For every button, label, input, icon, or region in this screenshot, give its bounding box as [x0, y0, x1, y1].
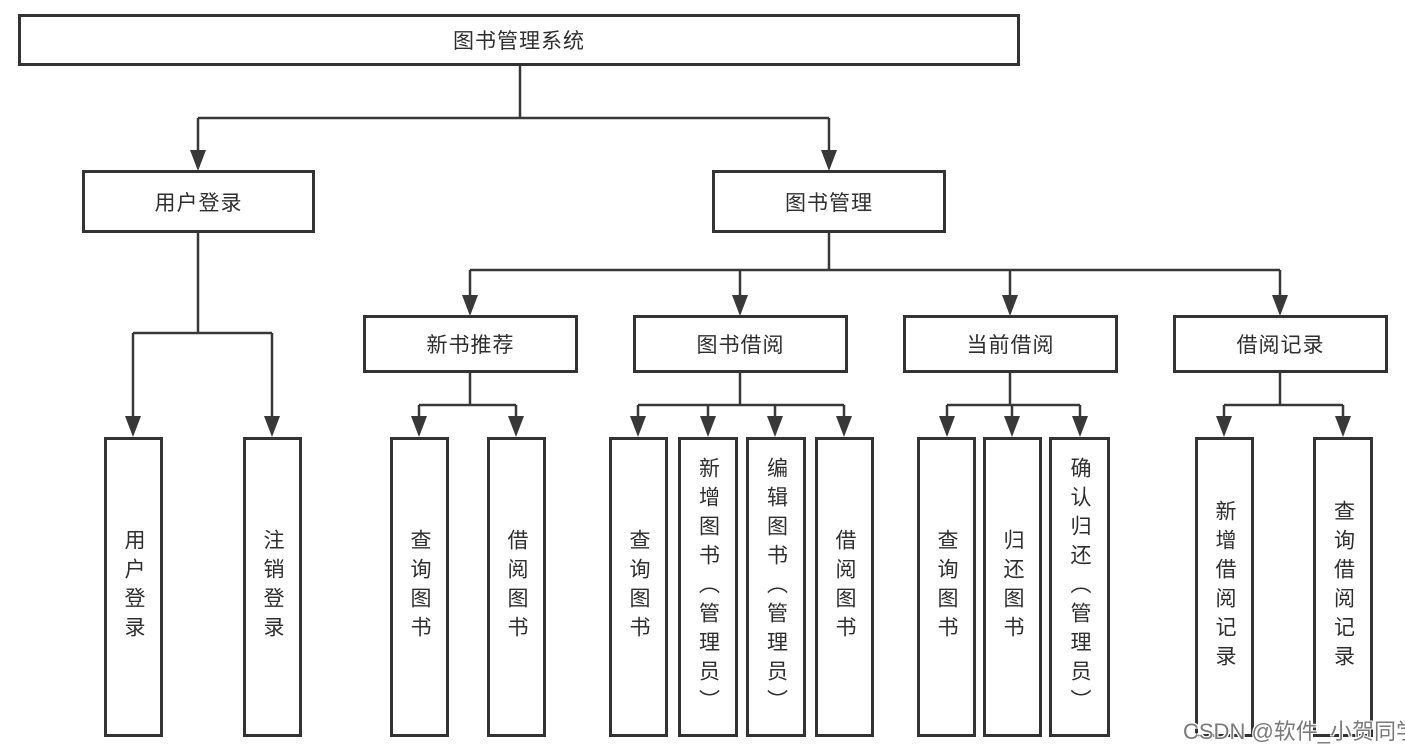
leaf-label: 借阅图书: [505, 529, 528, 645]
node-root: 图书管理系统: [18, 14, 1020, 66]
leaf-label: 归还图书: [1001, 529, 1024, 645]
arrowheads: [125, 150, 1351, 437]
leaf-newbook-query-books: 查询图书: [390, 437, 449, 737]
leaf-current-return-books: 归还图书: [983, 437, 1042, 737]
leaf-logout: 注销登录: [243, 437, 302, 737]
node-book-management-label: 图书管理: [785, 191, 873, 215]
leaf-label: 确认归还（管理员）: [1068, 456, 1091, 718]
node-book-borrow: 图书借阅: [633, 315, 848, 373]
leaf-label: 编辑图书（管理员）: [764, 456, 788, 718]
leaf-newbook-borrow-books: 借阅图书: [487, 437, 546, 737]
leaf-current-query-books: 查询图书: [917, 437, 976, 737]
leaf-borrow-edit-books-admin: 编辑图书（管理员）: [746, 437, 806, 737]
leaf-records-query-record: 查询借阅记录: [1313, 437, 1373, 737]
leaf-records-add-record: 新增借阅记录: [1195, 437, 1254, 737]
node-borrow-records: 借阅记录: [1173, 315, 1388, 373]
leaf-label: 用户登录: [122, 529, 145, 645]
leaf-label: 注销登录: [261, 529, 284, 645]
leaf-label: 查询图书: [408, 529, 431, 645]
leaf-current-confirm-return-admin: 确认归还（管理员）: [1049, 437, 1110, 737]
leaf-label: 新增图书（管理员）: [696, 456, 720, 718]
node-user-login: 用户登录: [82, 170, 315, 233]
csdn-watermark: CSDN @软件_小贺同学: [1183, 719, 1405, 744]
node-current-borrow-label: 当前借阅: [966, 334, 1055, 357]
leaf-label: 查询借阅记录: [1331, 500, 1355, 674]
leaf-borrow-borrow-books: 借阅图书: [815, 437, 874, 737]
node-new-book-recommend-label: 新书推荐: [426, 334, 515, 357]
leaf-label: 查询图书: [935, 529, 958, 645]
node-current-borrow: 当前借阅: [903, 315, 1118, 373]
node-book-borrow-label: 图书借阅: [696, 334, 785, 357]
node-borrow-records-label: 借阅记录: [1236, 334, 1325, 357]
leaf-label: 查询图书: [627, 529, 650, 645]
leaf-user-login: 用户登录: [104, 437, 163, 737]
connector-paths: [131, 66, 1345, 420]
leaf-borrow-query-books: 查询图书: [609, 437, 668, 737]
leaf-label: 新增借阅记录: [1213, 500, 1236, 674]
node-new-book-recommend: 新书推荐: [363, 315, 578, 373]
leaf-borrow-add-books-admin: 新增图书（管理员）: [678, 437, 738, 737]
leaf-label: 借阅图书: [833, 529, 856, 645]
node-book-management: 图书管理: [712, 170, 946, 233]
node-user-login-label: 用户登录: [154, 191, 243, 215]
node-root-label: 图书管理系统: [453, 30, 585, 53]
